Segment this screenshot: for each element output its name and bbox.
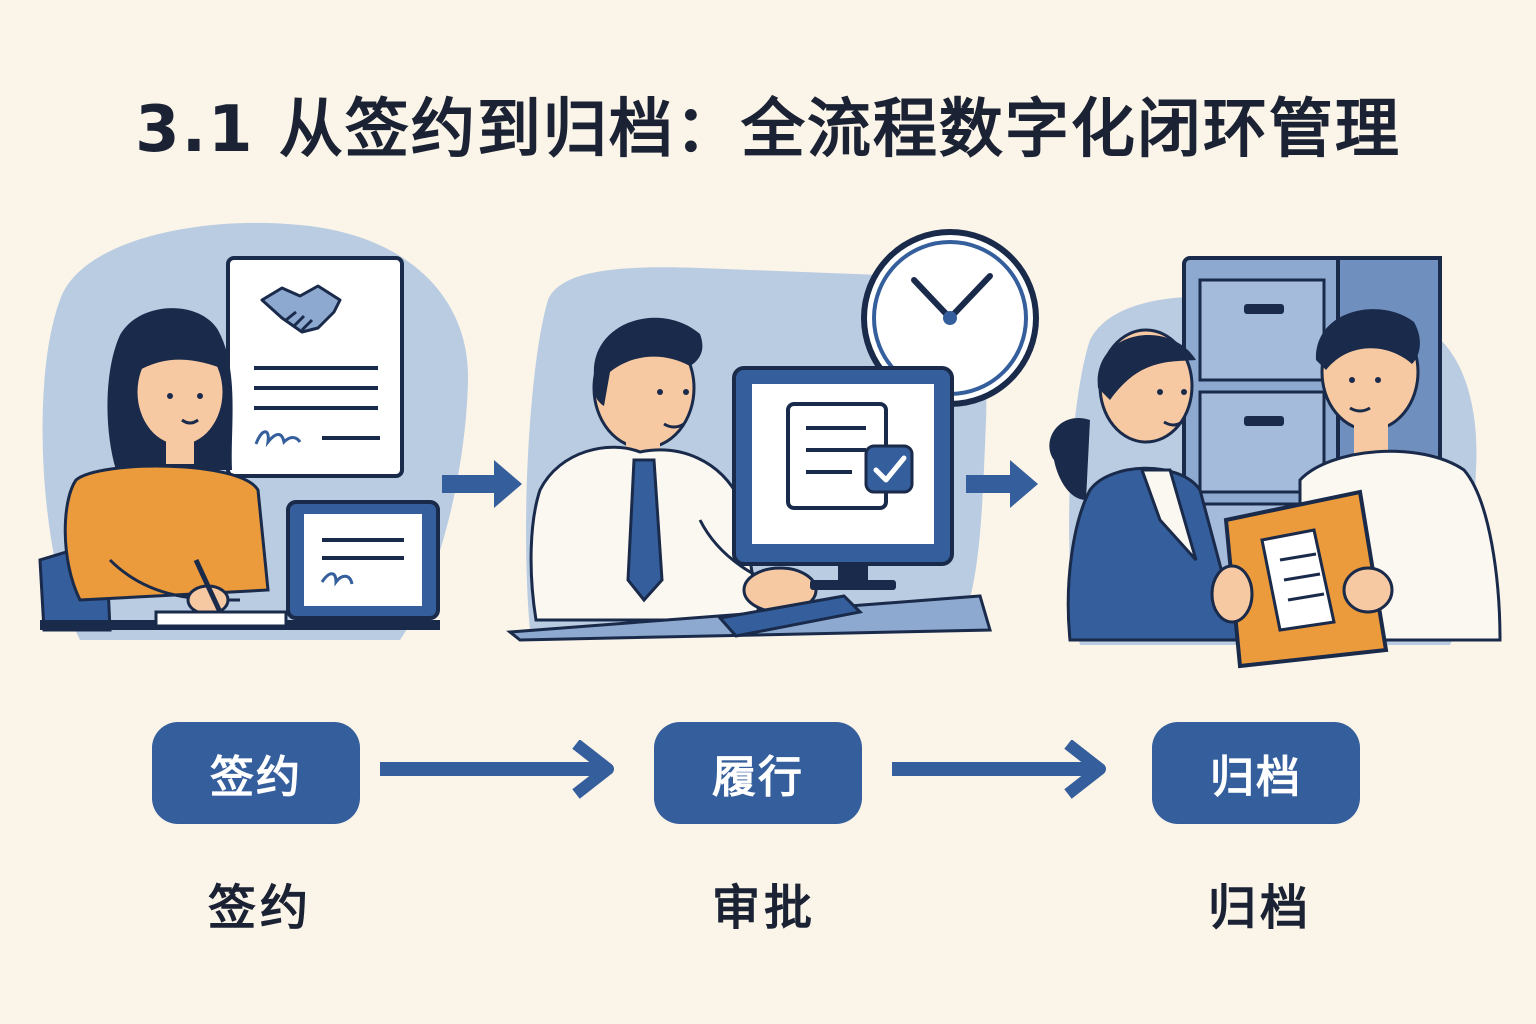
step-pill-perform: 履行 [654,722,862,824]
keyboard [717,594,864,638]
page-title: 3.1 从签约到归档：全流程数字化闭环管理 [135,93,1401,167]
woman-archiving [1049,328,1242,642]
checkbox-icon [864,444,914,494]
step-caption-archive: 归档 [1207,880,1312,936]
flow-arrow-pill-1 [380,740,614,799]
scene-approval [506,229,1039,642]
flow-arrow-1 [442,460,522,508]
folder-icon [1210,489,1394,669]
monitor [732,366,954,590]
step-pill-sign: 签约 [152,722,360,824]
woman-signing [38,308,270,632]
signature-icon [254,430,302,448]
clock-icon [861,229,1039,407]
flow-arrow-2 [966,460,1038,508]
man-reviewing [529,317,818,622]
handshake-icon [260,284,342,334]
scene-signing [38,222,469,640]
step-caption-approve: 审批 [711,880,816,936]
laptop [286,500,440,620]
scene-archiving [1049,256,1502,669]
contract-paper [226,256,404,478]
step-pill-archive: 归档 [1152,722,1360,824]
flow-arrow-pill-2 [892,740,1106,799]
step-caption-sign: 签约 [207,880,312,936]
